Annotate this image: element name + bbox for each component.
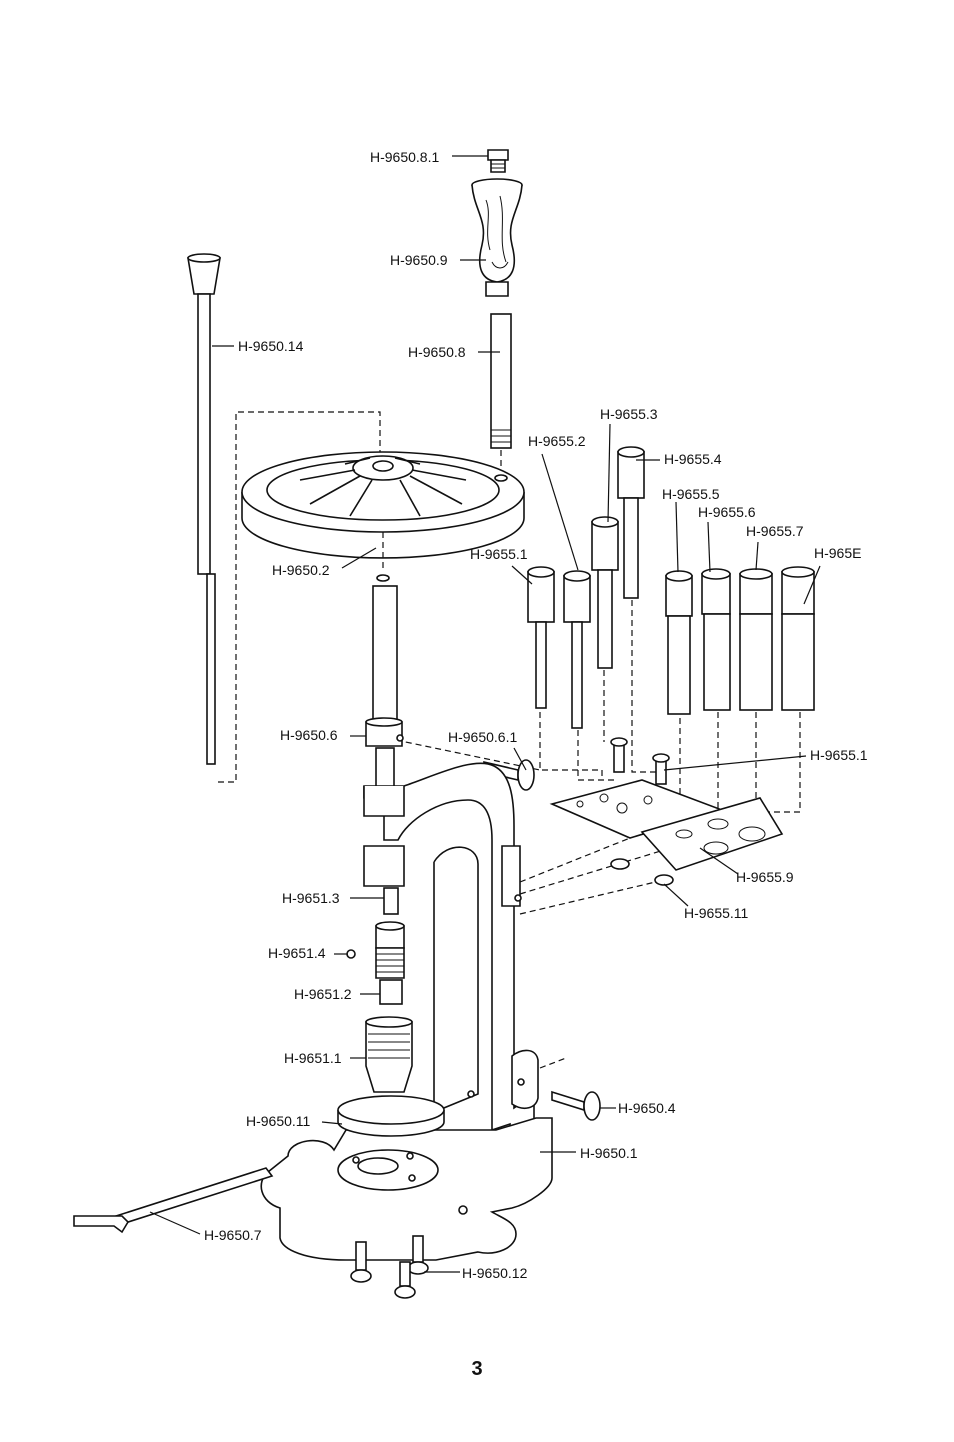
label-h9650-8: H-9650.8 [408, 344, 466, 360]
leader-lines [149, 155, 821, 1273]
part-pins [527, 446, 815, 729]
label-h9655-1: H-9655.1 [470, 546, 528, 562]
label-h9650-14: H-9650.14 [238, 338, 304, 354]
label-h9655-6: H-9655.6 [698, 504, 756, 520]
label-h9655-9: H-9655.9 [736, 869, 794, 885]
part-column-shaft [365, 574, 404, 809]
label-h9650-6: H-9650.6 [280, 727, 338, 743]
part-side-screw [551, 1090, 601, 1121]
label-h9650-11: H-9650.11 [246, 1113, 311, 1129]
label-h9651-4: H-9651.4 [268, 945, 326, 961]
part-handle [471, 178, 523, 297]
part-long-rod [187, 253, 221, 765]
part-chuck-assembly [346, 887, 413, 1093]
part-nuts [610, 858, 674, 886]
label-h9655-11: H-9655.11 [684, 905, 749, 921]
part-base [260, 1117, 553, 1261]
label-h9650-8-1: H-9650.8.1 [370, 149, 439, 165]
part-disc [337, 1095, 445, 1137]
part-plates [549, 779, 784, 871]
part-screw-top [487, 149, 509, 173]
part-spindle [490, 313, 512, 472]
dashed-guide-lines [218, 411, 801, 1151]
part-lever [73, 1167, 274, 1234]
label-h9655-4: H-9655.4 [664, 451, 722, 467]
label-h9655-3: H-9655.3 [600, 406, 658, 422]
label-h9650-9: H-9650.9 [390, 252, 448, 268]
part-wheel [241, 451, 525, 559]
label-h9650-7: H-9650.7 [204, 1227, 262, 1243]
label-h9650-2: H-9650.2 [272, 562, 330, 578]
part-labels: H-9650.8.1 H-9650.9 H-9650.14 H-9650.8 H… [204, 149, 868, 1281]
label-h9650-6-1: H-9650.6.1 [448, 729, 517, 745]
label-h9651-2: H-9651.2 [294, 986, 352, 1002]
part-plate-screws [610, 737, 670, 785]
label-h9650-12: H-9650.12 [462, 1265, 528, 1281]
label-h9650-1: H-9650.1 [580, 1145, 638, 1161]
label-h9655-10: H-9655.1 [810, 747, 868, 763]
label-h9651-3: H-9651.3 [282, 890, 340, 906]
label-h9651-1: H-9651.1 [284, 1050, 342, 1066]
label-h9655-5: H-9655.5 [662, 486, 720, 502]
part-bottom-screws [350, 1235, 429, 1299]
label-h9655-2: H-9655.2 [528, 433, 586, 449]
label-h9650-4: H-9650.4 [618, 1100, 676, 1116]
page-number: 3 [471, 1358, 483, 1380]
label-h9655-8: H-965Е [814, 545, 861, 561]
label-h9655-7: H-9655.7 [746, 523, 804, 539]
